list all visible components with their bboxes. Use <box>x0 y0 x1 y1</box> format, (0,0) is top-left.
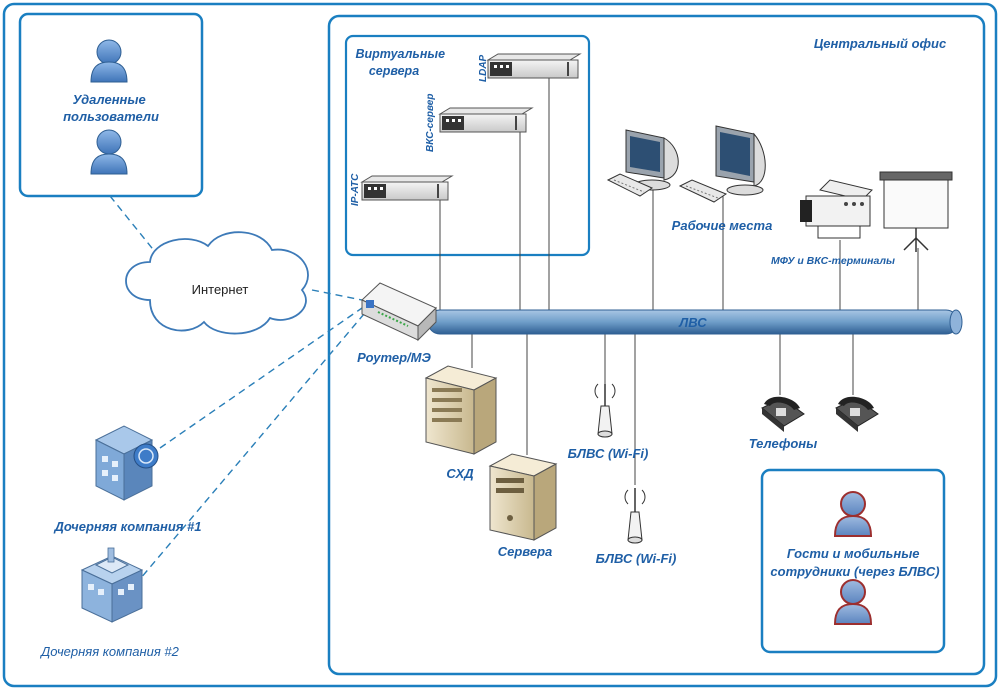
link-internet-router <box>311 289 363 301</box>
user-icon <box>833 579 873 625</box>
remote-users-box <box>18 12 204 198</box>
internet-label: Интернет <box>192 282 249 297</box>
server-rack-icon <box>438 107 534 133</box>
building-icon <box>80 547 144 623</box>
servers-label: Сервера <box>498 544 553 559</box>
monitor-icon <box>715 125 766 196</box>
central-office-label: Центральный офис <box>814 36 947 51</box>
wifi-antenna-icon <box>624 488 646 544</box>
link-remote-internet <box>109 195 161 259</box>
vks-server-label: ВКС-сервер <box>425 94 436 152</box>
printer-icon <box>800 179 873 239</box>
cloud-icon <box>125 231 309 335</box>
wlan-2-label: БЛВС (Wi-Fi) <box>596 551 677 566</box>
storage-label: СХД <box>446 466 474 481</box>
phone-icon <box>835 396 879 432</box>
ip-ats-label: IP-АТС <box>350 173 361 206</box>
ldap-label: LDAP <box>478 54 489 82</box>
mfu-vks-label: МФУ и ВКС-терминалы <box>771 255 895 267</box>
keyboard-icon <box>606 173 654 197</box>
keyboard-icon <box>678 179 728 203</box>
building-icon <box>94 425 159 501</box>
monitor-icon <box>625 129 679 191</box>
remote-users-label: Удаленные пользователи <box>63 92 159 124</box>
connector-lines <box>439 78 919 485</box>
subsidiary-2-label: Дочерняя компания #2 <box>39 644 179 659</box>
link-sub1-router <box>159 307 363 449</box>
user-icon <box>833 491 873 537</box>
guests-box <box>760 468 946 654</box>
user-icon <box>90 39 128 83</box>
workstations-label: Рабочие места <box>672 218 773 233</box>
server-rack-icon <box>360 175 454 201</box>
server-rack-icon <box>486 53 582 79</box>
lan-label: ЛВС <box>678 315 707 330</box>
router-icon <box>361 282 437 342</box>
storage-tower-icon <box>424 365 498 455</box>
server-tower-icon <box>488 453 558 541</box>
subsidiary-1-label: Дочерняя компания #1 <box>53 519 201 534</box>
guests-label: Гости и мобильные сотрудники (через БЛВС… <box>770 546 939 579</box>
wlan-1-label: БЛВС (Wi-Fi) <box>568 446 649 461</box>
wifi-antenna-icon <box>594 383 616 438</box>
phone-icon <box>761 396 805 432</box>
user-icon <box>90 129 128 175</box>
phones-label: Телефоны <box>749 436 818 451</box>
router-label: Роутер/МЭ <box>357 350 431 365</box>
projector-screen-icon <box>879 171 953 252</box>
virtual-servers-label: Виртуальные сервера <box>355 47 448 78</box>
dashed-links <box>109 195 365 586</box>
